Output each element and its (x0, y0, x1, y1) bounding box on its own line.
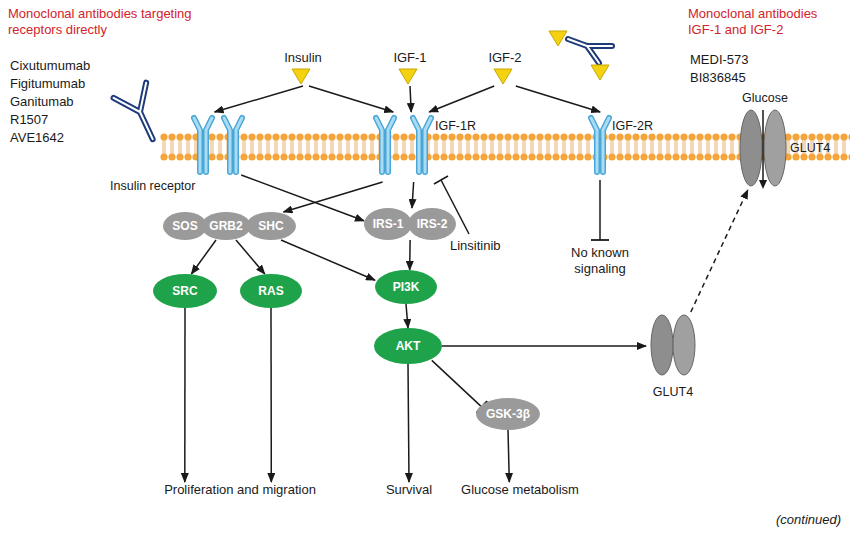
kinase-node-label: RAS (258, 283, 283, 299)
signal-arrow (442, 345, 646, 347)
ligand-label: Insulin (273, 50, 333, 66)
outcome-label-label: Proliferation and migration (148, 482, 332, 498)
kinase-node: RAS (240, 274, 302, 308)
substrate-protein: IRS-2 (408, 208, 456, 240)
glucose-transporter: GlucoseGLUT4 (732, 90, 837, 190)
kinase-node-label: PI3K (393, 279, 420, 295)
drug-name: MEDI-573 (690, 52, 749, 68)
kinase-node: SRC (153, 274, 217, 308)
glucose-transporter-label: GLUT4 (790, 140, 830, 156)
drug-name: Cixutumumab (10, 58, 90, 74)
receptor-label: IGF-1R (435, 118, 476, 134)
kinase-node-label: AKT (396, 338, 421, 354)
signal-arrow (409, 240, 411, 270)
section-title: Monoclonal antibodies targeting receptor… (8, 6, 198, 38)
drug-name: Ganitumab (10, 94, 74, 110)
signal-arrow (508, 430, 509, 482)
substrate-protein-label: IRS-2 (417, 216, 448, 232)
drug-name: AVE1642 (10, 130, 64, 146)
receptor: IGF-2R (588, 112, 655, 180)
kinase-node: AKT (374, 328, 442, 364)
substrate-protein-label: IRS-1 (373, 216, 404, 232)
adaptor-protein-label: GRB2 (209, 218, 242, 234)
dashed-arrow (691, 190, 748, 312)
outcome-label-label: Glucose metabolism (453, 482, 587, 498)
annotation: No known signaling (560, 245, 640, 277)
signal-arrow (408, 364, 409, 482)
kinase-node: PI3K (375, 270, 437, 304)
receptor-label: Insulin receptor (110, 178, 195, 194)
ligand: IGF-2 (478, 50, 532, 86)
receptor-label: IGF-2R (612, 118, 653, 134)
outcome-label-label: Survival (376, 482, 442, 498)
signal-arrow (191, 240, 216, 274)
signal-arrow (410, 86, 411, 112)
signal-arrow (412, 182, 414, 208)
adaptor-protein-label: SHC (258, 218, 283, 234)
signal-arrow (270, 308, 272, 482)
signal-arrow (281, 240, 375, 280)
section-title: Monoclonal antibodies IGF-1 and IGF-2 (688, 6, 843, 38)
adaptor-protein-label: SOS (172, 218, 197, 234)
signal-arrow (429, 86, 494, 112)
adaptor-protein: SHC (246, 212, 296, 240)
glut4-vesicle: GLUT4 (646, 312, 702, 404)
signal-arrow (309, 86, 393, 112)
inhibition-line (432, 360, 483, 407)
kinase-node-label: GSK-3β (486, 406, 530, 422)
outcome-label: Proliferation and migration (148, 482, 332, 500)
drug-name: Linsitinib (450, 238, 501, 254)
continued-note: (continued) (776, 512, 841, 528)
kinase-node-label: SRC (172, 283, 197, 299)
receptor: IGF-1R (372, 112, 478, 182)
outcome-label: Glucose metabolism (453, 482, 587, 500)
antibody-ligand-icon (549, 31, 612, 80)
drug-name: BI836845 (690, 70, 746, 86)
signal-arrow (236, 240, 265, 274)
glucose-transporter-label: Glucose (742, 90, 788, 106)
ligand: Insulin (273, 50, 333, 86)
kinase-node: GSK-3β (476, 398, 540, 430)
drug-name: Figitumumab (10, 76, 85, 92)
receptor: Insulin receptor (108, 112, 256, 196)
ligand-label: IGF-2 (478, 50, 532, 66)
signal-arrow (215, 86, 303, 112)
drug-name: R1507 (10, 112, 48, 128)
ligand: IGF-1 (383, 50, 437, 86)
signal-arrow (516, 86, 600, 112)
substrate-protein: IRS-1 (364, 208, 412, 240)
glut4-vesicle-label: GLUT4 (646, 384, 700, 400)
signal-arrow (284, 182, 383, 212)
no-signal-line (591, 180, 609, 240)
outcome-label: Survival (376, 482, 442, 500)
ligand-label: IGF-1 (383, 50, 437, 66)
signal-arrow (184, 308, 186, 482)
antibody-icon (114, 83, 169, 147)
signal-arrow (406, 304, 408, 328)
adaptor-protein: GRB2 (201, 212, 251, 240)
